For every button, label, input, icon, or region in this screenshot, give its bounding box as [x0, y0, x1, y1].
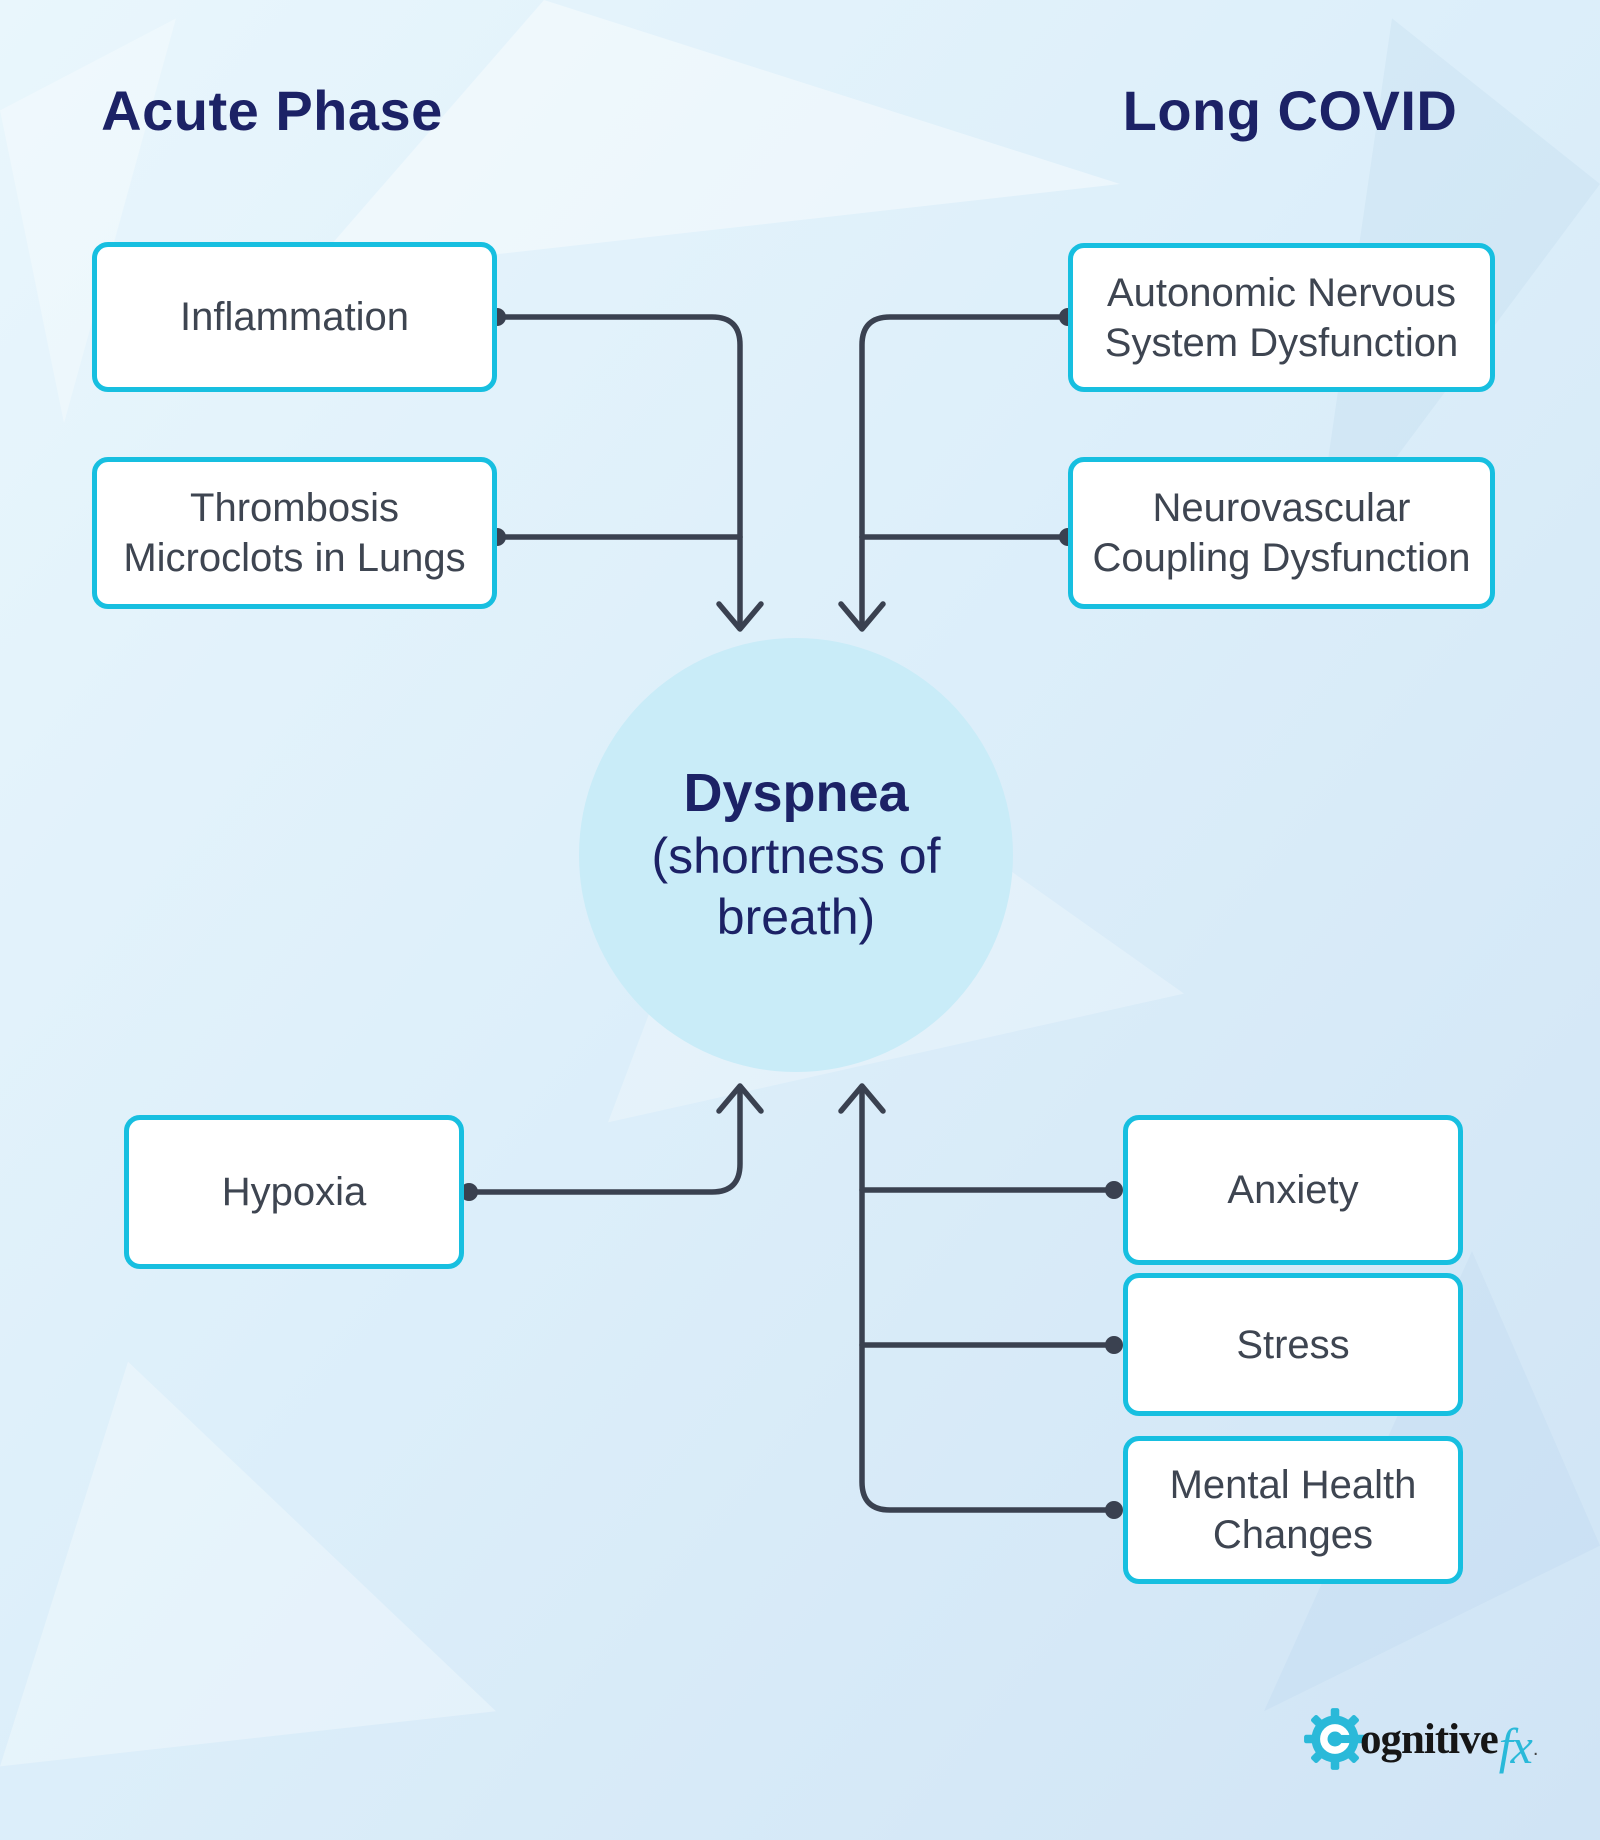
box-hypoxia-label: Hypoxia — [221, 1170, 367, 1214]
dyspnea-title: Dyspnea — [683, 763, 909, 824]
connector-autonomic — [859, 314, 1071, 629]
box-hypoxia: Hypoxia — [124, 1115, 464, 1269]
dyspnea-circle: Dyspnea (shortness of breath) — [579, 638, 1013, 1072]
cognitivefx-logo: ognitive fx . — [1303, 1703, 1539, 1775]
box-anxiety: Anxiety — [1123, 1115, 1463, 1265]
connector-hypoxia — [466, 1085, 743, 1195]
logo-text: ognitive — [1360, 1715, 1499, 1763]
heading-acute-phase: Acute Phase — [101, 79, 443, 142]
box-stress: Stress — [1123, 1273, 1463, 1416]
box-autonomic-dysfunction: Autonomic Nervous System Dysfunction — [1068, 243, 1495, 392]
arrow-up-left-icon — [716, 1083, 764, 1114]
connector-mental-health-trunk — [859, 1085, 1117, 1513]
connector-dot — [1105, 1501, 1123, 1519]
box-neurovascular-dysfunction: Neurovascular Coupling Dysfunction — [1068, 457, 1495, 609]
dyspnea-subtitle: (shortness of breath) — [651, 827, 941, 945]
box-inflammation: Inflammation — [92, 242, 497, 392]
arrow-up-right-icon — [838, 1083, 886, 1114]
box-autonomic-label: Autonomic Nervous System Dysfunction — [1104, 270, 1459, 365]
logo-trademark: . — [1532, 1738, 1539, 1760]
gear-icon — [1304, 1708, 1366, 1770]
box-neurovascular-label: Neurovascular Coupling Dysfunction — [1092, 486, 1471, 580]
arrow-down-right-icon — [838, 601, 886, 632]
heading-long-covid: Long COVID — [1122, 79, 1458, 142]
connector-inflammation — [494, 314, 743, 629]
box-inflammation-label: Inflammation — [180, 295, 409, 339]
box-thrombosis: Thrombosis Microclots in Lungs — [92, 457, 497, 609]
box-thrombosis-label: Thrombosis Microclots in Lungs — [123, 486, 466, 580]
box-mental-health-changes: Mental Health Changes — [1123, 1436, 1463, 1584]
box-mental-health-label: Mental Health Changes — [1169, 1463, 1417, 1557]
logo-fx-text: fx — [1498, 1718, 1533, 1774]
box-stress-label: Stress — [1236, 1322, 1350, 1367]
connector-dot — [1105, 1181, 1123, 1199]
arrow-down-left-icon — [716, 601, 764, 632]
box-anxiety-label: Anxiety — [1227, 1168, 1359, 1212]
connector-dot — [1105, 1336, 1123, 1354]
